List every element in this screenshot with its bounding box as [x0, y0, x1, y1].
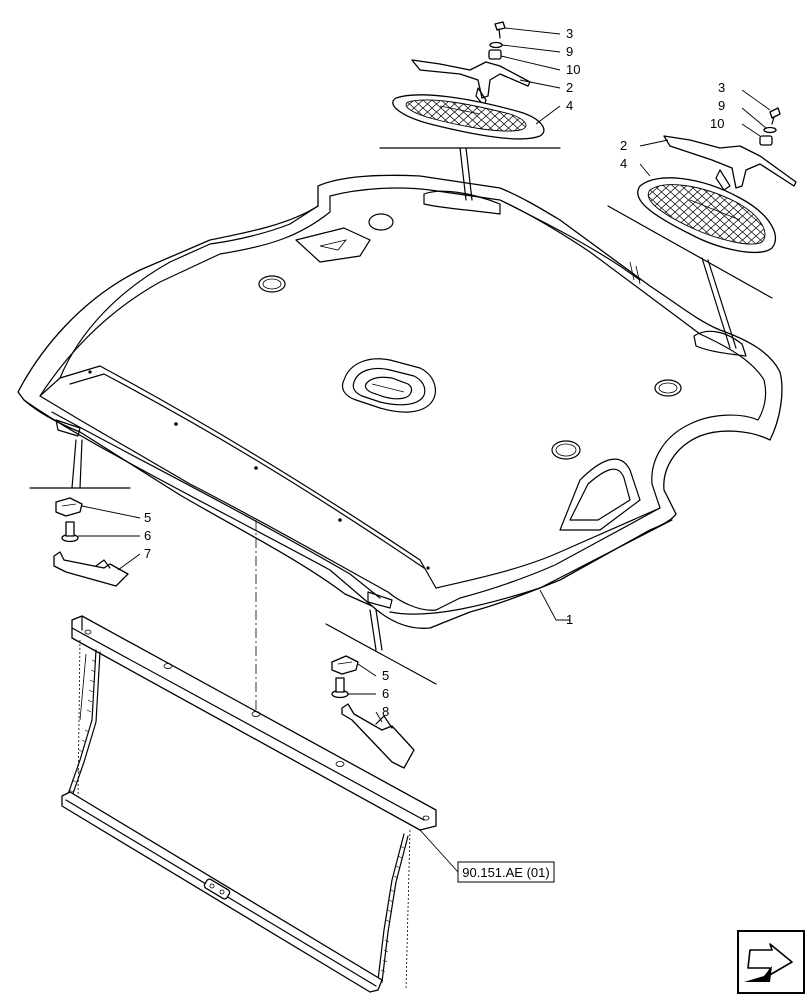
callout-3-top: 3: [566, 26, 573, 41]
reference-box[interactable]: [457, 861, 555, 883]
callout-4-right: 4: [620, 156, 627, 171]
callout-3-right: 3: [718, 80, 725, 95]
callout-6-right: 6: [382, 686, 389, 701]
top-grille-assembly: 3 9 10 2 4: [379, 21, 580, 201]
left-visor-clip-group: 5 6 7: [29, 439, 151, 587]
callout-5-right: 5: [382, 668, 389, 683]
callout-4-top: 4: [566, 98, 573, 113]
next-page-arrow-icon[interactable]: [737, 930, 805, 994]
right-visor-clip-group: 5 6 8: [325, 609, 437, 769]
callout-2-top: 2: [566, 80, 573, 95]
sunblind-assembly: 90.151.AE (01): [61, 615, 555, 993]
reference-box-label: 90.151.AE (01): [462, 865, 549, 880]
callout-9-right: 9: [718, 98, 725, 113]
callout-2-right: 2: [620, 138, 627, 153]
callout-8-right: 8: [382, 704, 389, 719]
dome-light-recess: [341, 358, 437, 413]
headliner-panel: 1: [17, 174, 783, 629]
callout-1: 1: [566, 612, 573, 627]
right-grille-assembly: 3 9 10 2 4: [607, 80, 797, 349]
callout-10-top: 10: [566, 62, 580, 77]
callout-6-left: 6: [144, 528, 151, 543]
callout-9-top: 9: [566, 44, 573, 59]
callout-5-left: 5: [144, 510, 151, 525]
callout-7-left: 7: [144, 546, 151, 561]
callout-10-right: 10: [710, 116, 724, 131]
